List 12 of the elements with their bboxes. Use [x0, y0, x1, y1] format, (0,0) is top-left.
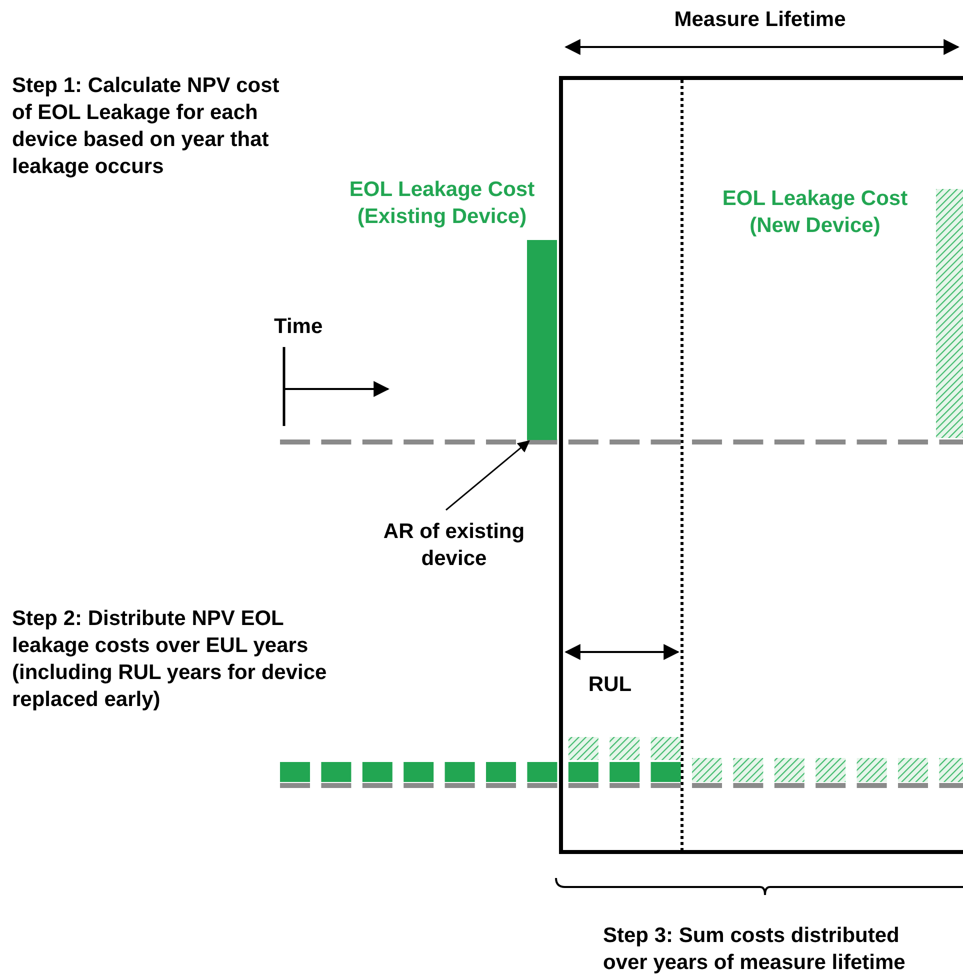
dimension-label: Measure Lifetime — [673, 7, 847, 33]
cost-bar — [527, 240, 557, 440]
dimension-label: RUL — [587, 672, 633, 698]
step-text: Step 1: Calculate NPV cost of EOL Leakage for each device based on year that leakage occurs — [12, 73, 280, 180]
bar-caption: EOL Leakage Cost (New Device) — [721, 186, 909, 239]
bar-caption: EOL Leakage Cost (Existing Device) — [348, 177, 536, 230]
callout-text: AR of existing device — [382, 519, 526, 572]
axis-label: Time — [274, 314, 324, 340]
leader-line — [446, 440, 530, 511]
step-text: Step 2: Distribute NPV EOL leakage costs over EUL years (including RUL years for device replaced early) — [12, 606, 328, 713]
step-text: Step 3: Sum costs distributed over years of measure lifetime — [603, 923, 906, 976]
hatched-cost-bar — [936, 189, 963, 438]
